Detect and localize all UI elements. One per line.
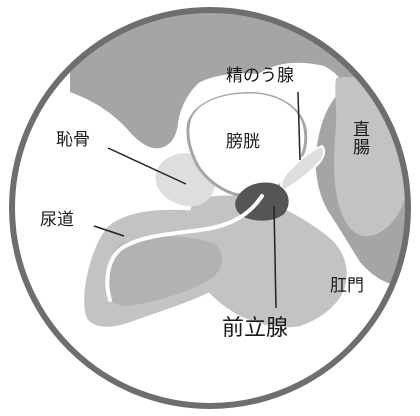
pubic-bone-label: 恥骨 (56, 132, 90, 149)
anus-label: 肛門 (330, 278, 364, 295)
urethra-label: 尿道 (40, 212, 74, 229)
bladder-label: 膀胱 (226, 134, 260, 151)
rectum-label: 直腸 (350, 120, 367, 156)
prostate-label: 前立腺 (222, 318, 288, 340)
seminal-vesicle-label: 精のう腺 (226, 68, 294, 85)
